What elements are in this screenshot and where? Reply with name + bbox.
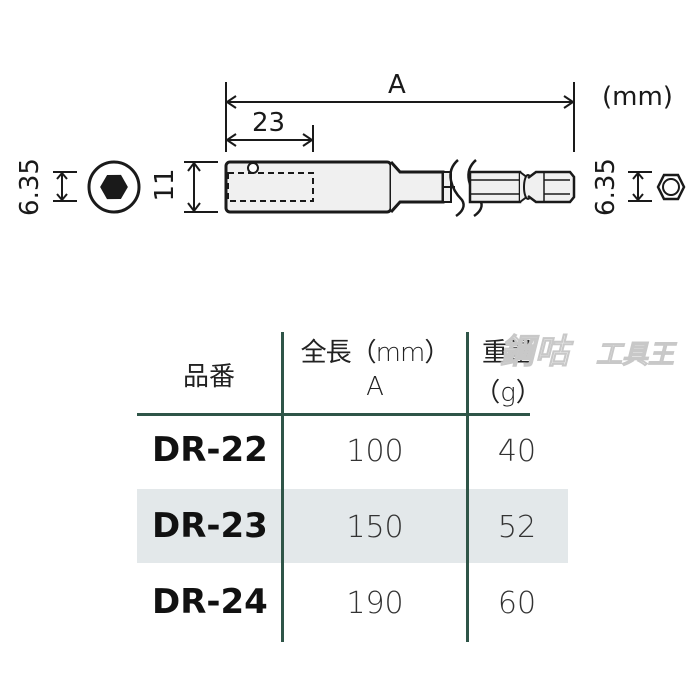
shank-hex-end-view <box>656 173 686 201</box>
adapter-body <box>224 159 576 218</box>
header-divider <box>137 413 530 416</box>
row-2-length: 150 <box>346 510 404 545</box>
header-weight-line1: 重量 <box>481 338 534 368</box>
dimension-a-label: A <box>388 70 406 100</box>
row-2-weight: 52 <box>497 510 537 545</box>
watermark-logo: 鋼咕 <box>500 332 570 373</box>
unit-label: (mm) <box>602 82 673 112</box>
row-1-length: 100 <box>346 434 404 469</box>
dimension-shank-hex-label: 6.35 <box>591 158 621 216</box>
header-weight-line2: （g） <box>474 378 542 408</box>
row-1-weight: 40 <box>497 434 537 469</box>
row-2-model: DR-23 <box>152 506 268 546</box>
row-3-model: DR-24 <box>152 582 268 622</box>
column-divider-2 <box>466 332 469 642</box>
row-1-model: DR-22 <box>152 430 268 470</box>
header-model: 品番 <box>182 362 235 392</box>
dimension-23-label: 23 <box>252 108 286 138</box>
adapter-bit-drawing <box>53 82 686 218</box>
header-length-line1: 全長（mm） <box>300 338 451 368</box>
socket-end-view <box>87 160 141 214</box>
spec-table: 品番 全長（mm） A 重量 （g） DR-22 100 40 DR-23 15… <box>0 320 700 700</box>
header-length-line2: A <box>366 372 384 402</box>
row-3-weight: 60 <box>497 586 537 621</box>
dimension-11-label: 11 <box>150 168 180 202</box>
watermark-subtitle: 工具王 <box>595 340 675 371</box>
row-3-length: 190 <box>346 586 404 621</box>
dimension-socket-hex-label: 6.35 <box>15 158 45 216</box>
shaded-row-background <box>137 489 568 563</box>
technical-drawing: A 23 (mm) 11 6.35 6.35 <box>0 0 700 260</box>
column-divider-1 <box>281 332 284 642</box>
